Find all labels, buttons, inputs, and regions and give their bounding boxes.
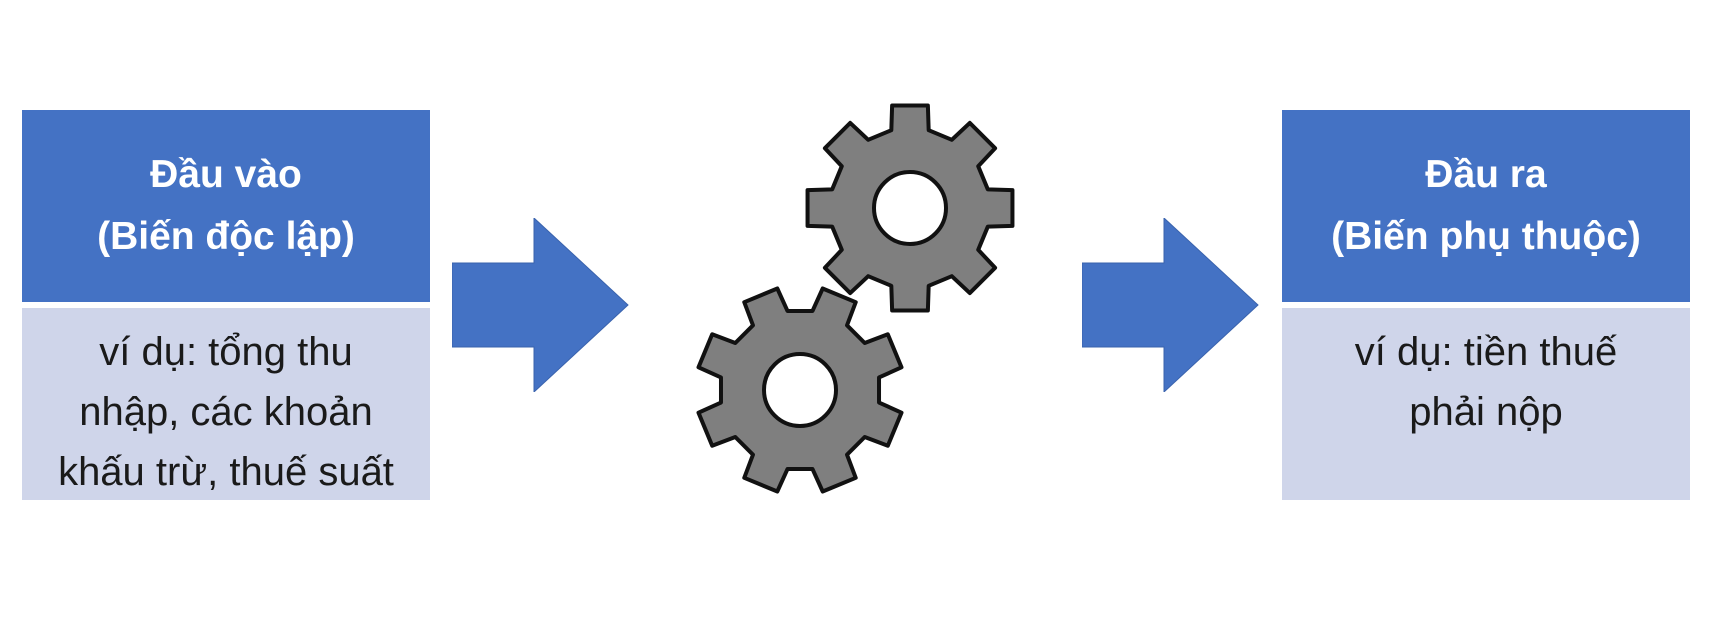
output-example-line-2: phải nộp xyxy=(1409,390,1563,434)
output-title-line-1: Đầu ra xyxy=(1425,153,1547,196)
gear-icon xyxy=(696,286,904,494)
gear-hole xyxy=(872,170,948,246)
gear-icon xyxy=(805,103,1015,313)
output-box: Đầu ra (Biến phụ thuộc) ví dụ: tiền thuế… xyxy=(1282,110,1690,500)
input-example-line-2: nhập, các khoản xyxy=(79,390,373,434)
input-title-line-1: Đầu vào xyxy=(150,153,302,196)
gears-icon xyxy=(696,103,1015,494)
output-title-line-2: (Biến phụ thuộc) xyxy=(1331,215,1641,258)
input-example-line-3: khấu trừ, thuế suất xyxy=(58,450,394,494)
arrow-right-icon xyxy=(452,218,629,392)
input-divider xyxy=(22,302,430,308)
input-box: Đầu vào (Biến độc lập) ví dụ: tổng thu n… xyxy=(22,110,430,500)
input-title-line-2: (Biến độc lập) xyxy=(97,215,355,258)
gear-hole xyxy=(762,352,838,428)
output-example-line-1: ví dụ: tiền thuế xyxy=(1354,330,1618,374)
output-divider xyxy=(1282,302,1690,308)
output-example: ví dụ: tiền thuế phải nộp xyxy=(1282,308,1690,500)
input-example: ví dụ: tổng thu nhập, các khoản khấu trừ… xyxy=(22,308,430,500)
output-header: Đầu ra (Biến phụ thuộc) xyxy=(1282,110,1690,302)
input-header: Đầu vào (Biến độc lập) xyxy=(22,110,430,302)
arrow-right-icon xyxy=(1082,218,1259,392)
input-example-line-1: ví dụ: tổng thu xyxy=(99,330,353,374)
